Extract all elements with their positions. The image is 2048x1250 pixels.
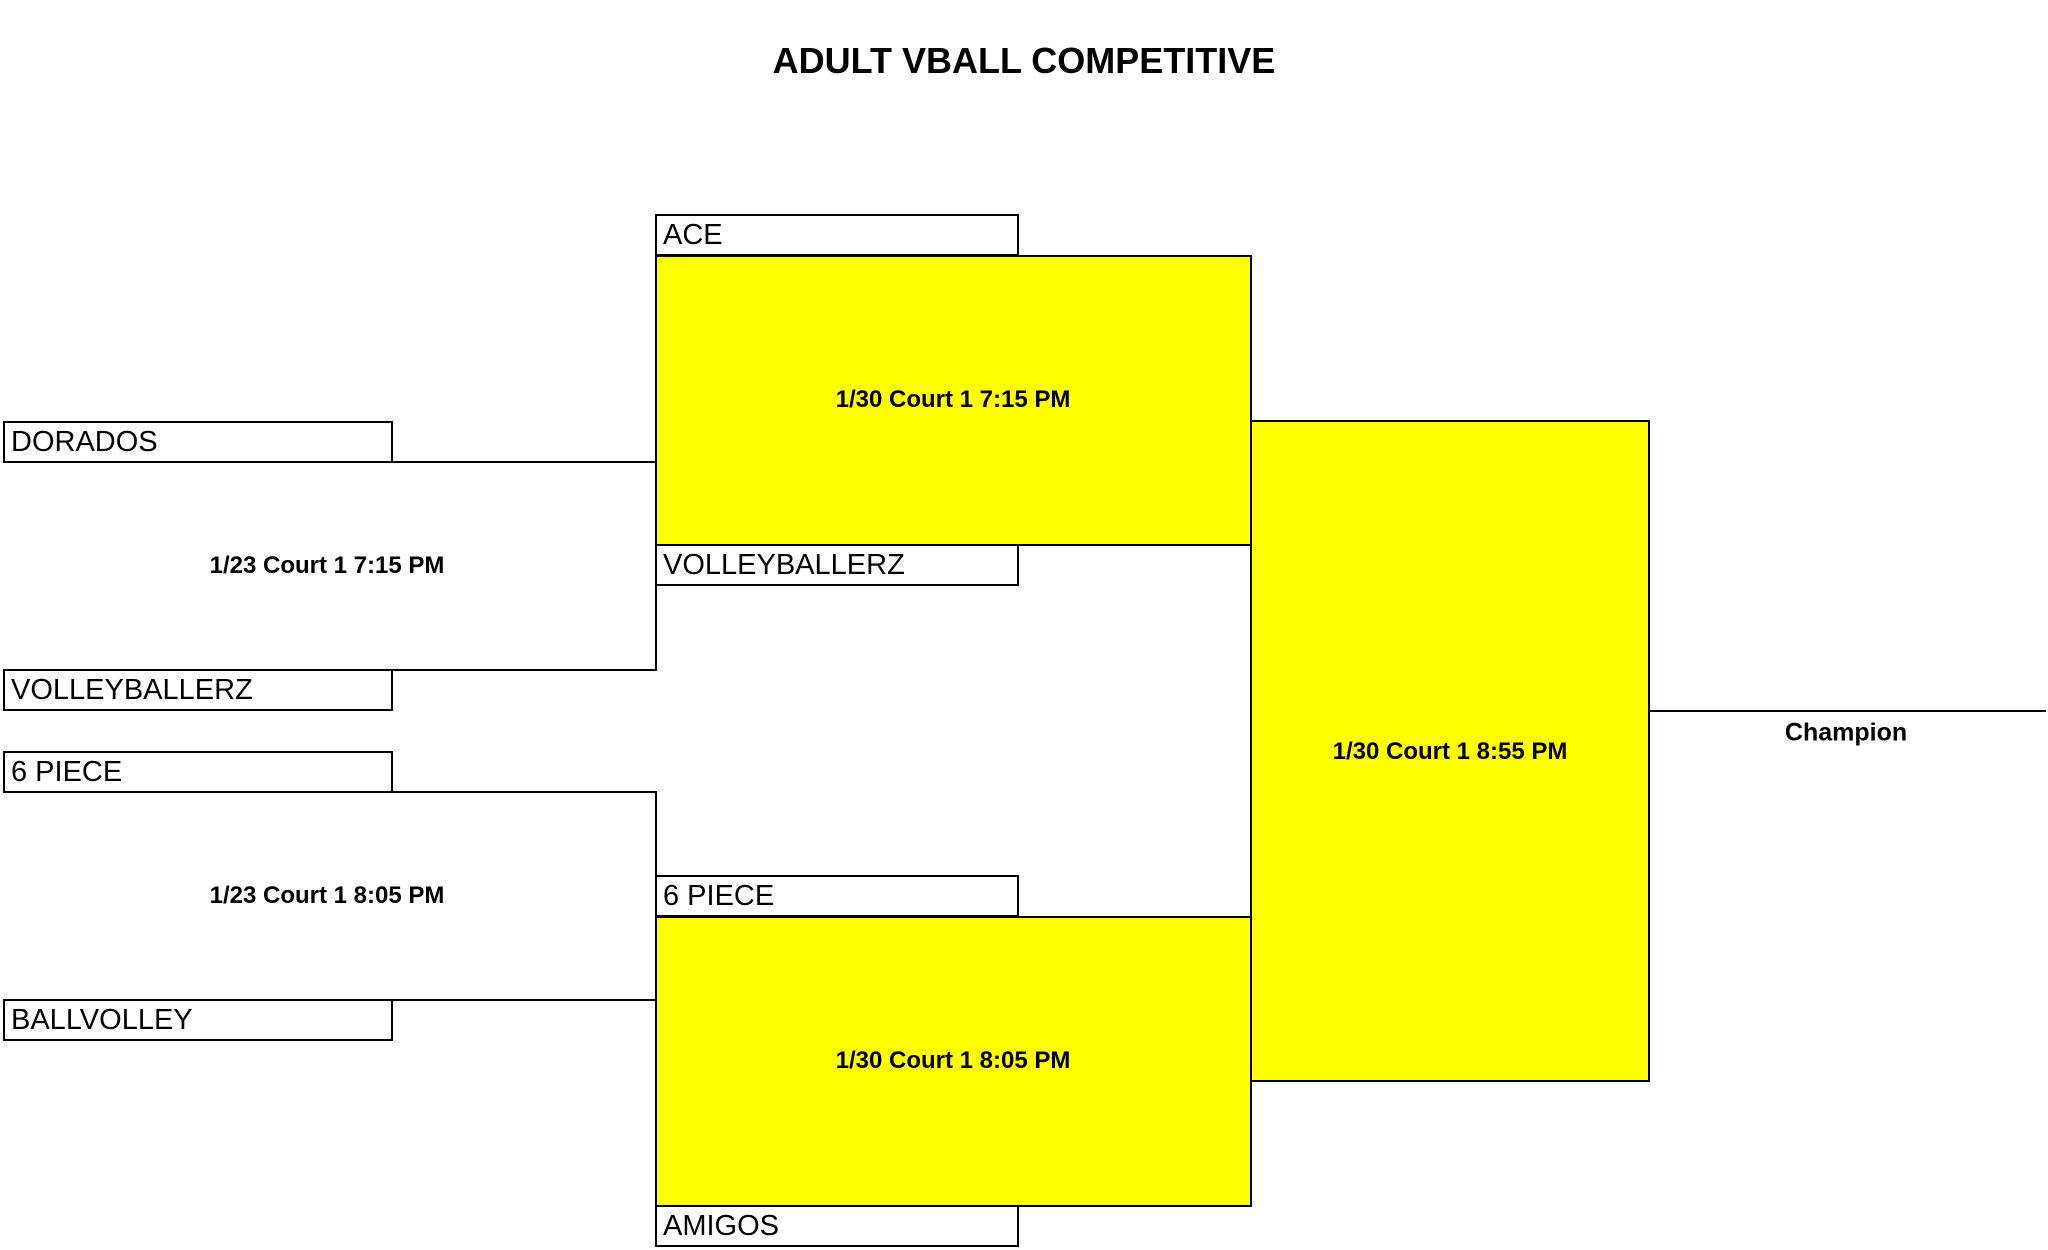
- champion-label: Champion: [1784, 718, 1908, 747]
- r1-g2-game-label: 1/23 Court 1 8:05 PM: [209, 882, 445, 909]
- final-game-box: [1250, 420, 1650, 1082]
- r1-g1-team-bottom: VOLLEYBALLERZ: [3, 669, 393, 711]
- r2-g2-team-top: 6 PIECE: [655, 875, 1019, 917]
- r2-g2-team-bottom: AMIGOS: [655, 1205, 1019, 1247]
- r2-g2-game-label: 1/30 Court 1 8:05 PM: [835, 1047, 1071, 1074]
- r1-g2-team-bottom: BALLVOLLEY: [3, 999, 393, 1041]
- r1-g1-game-label: 1/23 Court 1 7:15 PM: [209, 552, 445, 579]
- r2-g1-game-box: [655, 255, 1252, 546]
- r1-g1-team-top: DORADOS: [3, 421, 393, 463]
- r2-g1-team-top: ACE: [655, 214, 1019, 256]
- r2-g1-game-label: 1/30 Court 1 7:15 PM: [835, 386, 1071, 413]
- r2-g1-team-bottom: VOLLEYBALLERZ: [655, 544, 1019, 586]
- r1-g2-team-top: 6 PIECE: [3, 751, 393, 793]
- champion-line: [1648, 710, 2046, 712]
- bracket-title: ADULT VBALL COMPETITIVE: [772, 40, 1276, 81]
- final-game-label: 1/30 Court 1 8:55 PM: [1332, 738, 1568, 765]
